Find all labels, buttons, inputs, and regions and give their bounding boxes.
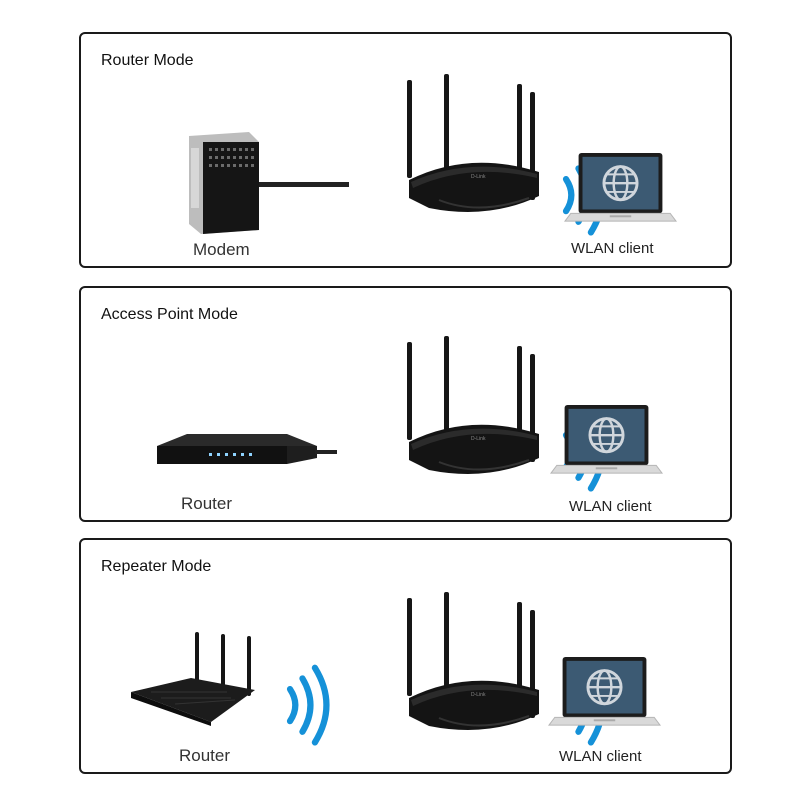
laptop-icon	[549, 403, 664, 479]
wlan-client-label: WLAN client	[571, 240, 654, 257]
router-mode-panel: Router Mode Modem WLAN client	[79, 32, 732, 268]
wlan-client-label: WLAN client	[569, 498, 652, 515]
main-router	[399, 591, 549, 748]
wlan-client-label: WLAN client	[559, 748, 642, 765]
wifi-signal-icon-left	[279, 666, 349, 746]
router-device	[157, 428, 337, 478]
modem-label: Modem	[193, 240, 250, 259]
repeater-mode-panel: Repeater Mode Router WLAN client	[79, 538, 732, 774]
router-label: Router	[179, 746, 231, 765]
laptop-icon	[547, 655, 662, 731]
router-device	[131, 630, 261, 730]
access-point-mode-panel: Access Point Mode Router WLAN client	[79, 286, 732, 522]
panel-title: Repeater Mode	[101, 558, 212, 575]
panel-title: Router Mode	[101, 52, 194, 69]
router-label: Router	[181, 494, 233, 513]
main-router	[399, 335, 549, 492]
laptop-icon	[563, 151, 678, 227]
modem-device	[179, 126, 349, 236]
main-router	[399, 73, 549, 230]
panel-title: Access Point Mode	[101, 306, 238, 323]
